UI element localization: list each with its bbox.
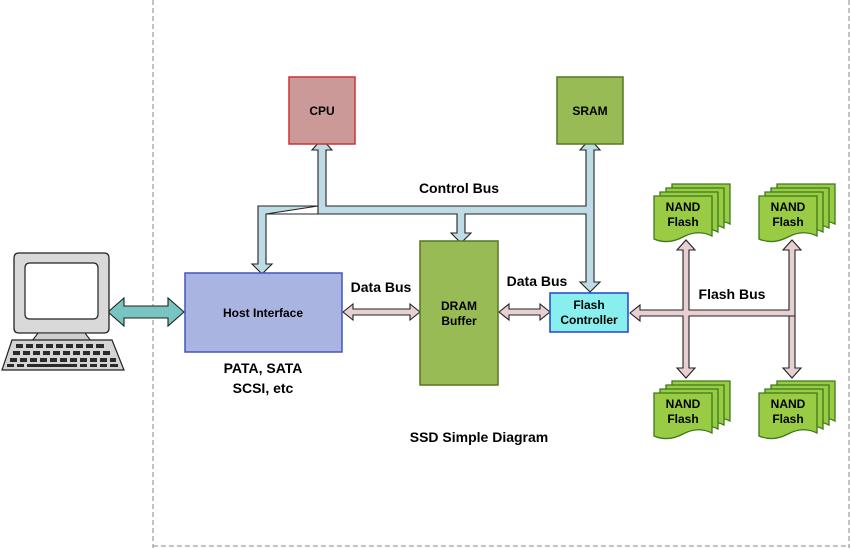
nand-label-line2: Flash	[772, 412, 803, 426]
computer-icon	[1, 252, 125, 371]
flash-controller-label-line1: Flash	[573, 298, 604, 312]
data-bus-left-arrow	[342, 302, 421, 322]
dram-label-line2: Buffer	[441, 314, 477, 328]
interface-note-line1: PATA, SATA	[224, 360, 303, 376]
nand-flash-top-right: NAND Flash	[758, 183, 836, 243]
diagram-caption: SSD Simple Diagram	[410, 429, 549, 445]
control-bus	[250, 138, 602, 293]
nand-label-line2: Flash	[772, 215, 803, 229]
host-link-arrow	[107, 296, 185, 328]
interface-note-line2: SCSI, etc	[233, 380, 294, 396]
nand-label-line1: NAND	[771, 200, 806, 214]
sram-block	[556, 76, 624, 145]
data-bus-left-label: Data Bus	[351, 279, 412, 295]
flash-controller-block	[549, 292, 629, 333]
cpu-label: CPU	[309, 104, 334, 118]
nand-flash-bottom-left: NAND Flash	[653, 380, 731, 440]
cpu-block	[288, 76, 356, 145]
host-interface-label: Host Interface	[223, 306, 303, 320]
nand-label-line1: NAND	[666, 397, 701, 411]
data-bus-right-arrow	[498, 302, 551, 322]
control-bus-label: Control Bus	[419, 180, 499, 196]
nand-label-line1: NAND	[666, 200, 701, 214]
flash-bus	[629, 239, 803, 379]
dram-label-line1: DRAM	[441, 299, 477, 313]
nand-label-line2: Flash	[667, 215, 698, 229]
nand-flash-top-left: NAND Flash	[653, 183, 731, 243]
dram-buffer-block	[419, 240, 499, 386]
nand-label-line1: NAND	[771, 397, 806, 411]
flash-bus-label: Flash Bus	[699, 286, 766, 302]
host-interface-block	[184, 272, 343, 353]
flash-controller-label-line2: Controller	[560, 313, 618, 327]
sram-label: SRAM	[572, 104, 607, 118]
nand-flash-bottom-right: NAND Flash	[758, 380, 836, 440]
data-bus-right-label: Data Bus	[507, 273, 568, 289]
nand-label-line2: Flash	[667, 412, 698, 426]
